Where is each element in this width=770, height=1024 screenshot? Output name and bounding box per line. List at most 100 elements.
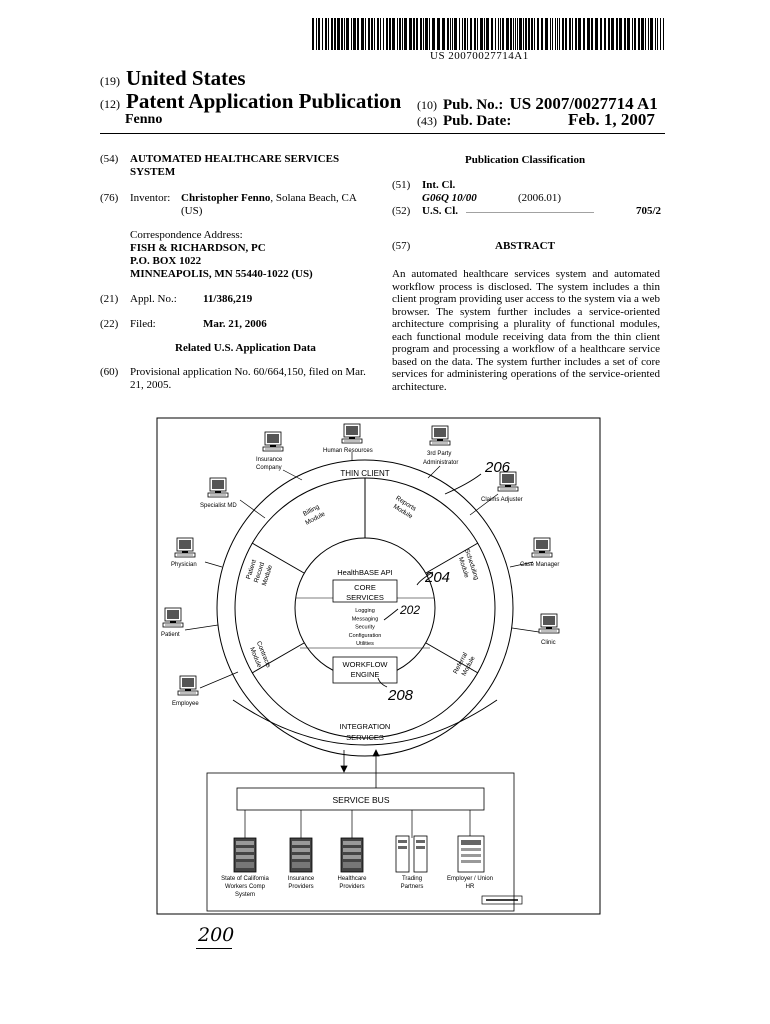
pub-no-label: Pub. No.:	[443, 97, 504, 113]
abstract-line: services for administering operations of…	[392, 368, 660, 380]
header-country-line: (19) United States	[100, 66, 246, 91]
abstract-line: An automated healthcare services system …	[392, 268, 660, 280]
appl-number: 11/386,219	[203, 293, 253, 305]
core-items-list: LoggingMessagingSecurityConfigurationUti…	[349, 608, 382, 647]
reference-leaders	[377, 473, 482, 688]
code-52: (52)	[392, 205, 411, 217]
ref-202: 202	[399, 603, 420, 617]
abstract-line: based on the data. The system further in…	[392, 355, 660, 368]
ref-204: 204	[424, 569, 450, 586]
trading-label-2: Partners	[401, 884, 424, 890]
tpa-label-2: Administrator	[423, 460, 458, 466]
document-type: Patent Application Publication	[126, 89, 402, 113]
us-cl-code: 705/2	[636, 205, 662, 217]
ref-206: 206	[484, 459, 511, 476]
abstract-line: workflow process is disclosed. The syste…	[392, 280, 660, 293]
core-item: Logging	[355, 608, 375, 614]
hr-computer-icon	[341, 423, 363, 444]
integration-box	[206, 772, 515, 912]
case-manager-label: Case Manager	[520, 562, 559, 568]
core-label-2: SERVICES	[346, 593, 384, 602]
abstract-line: architecture comprising a plurality of f…	[392, 318, 660, 330]
insurance-label-1: Insurance	[256, 457, 283, 463]
state-label-2: Workers Comp	[225, 884, 266, 890]
code-19: (19)	[100, 74, 120, 88]
code-43: (43)	[417, 114, 437, 128]
title-line-2: SYSTEM	[130, 166, 176, 178]
figure-ref-underline	[196, 948, 232, 949]
inventor-line: Christopher Fenno, Solana Beach, CA	[181, 192, 357, 205]
state-server-icon	[233, 837, 257, 873]
state-label-3: System	[235, 892, 255, 898]
insurance-prov-label-1: Insurance	[288, 876, 315, 882]
physician-label: Physician	[171, 562, 197, 568]
specialist-computer-icon	[207, 477, 229, 498]
service-bus-label: SERVICE BUS	[332, 795, 389, 805]
filed-date: Mar. 21, 2006	[203, 318, 267, 330]
employer-label-2: HR	[466, 884, 475, 890]
classification-heading: Publication Classification	[465, 154, 586, 166]
workflow-engine-box	[332, 656, 398, 684]
abstract-heading: ABSTRACT	[495, 240, 555, 252]
code-76: (76)	[100, 192, 119, 204]
workflow-label-2: ENGINE	[351, 670, 380, 679]
abstract-text: An automated healthcare services system …	[392, 268, 660, 393]
insurance-label-2: Company	[256, 465, 282, 471]
country: United States	[126, 66, 246, 90]
workflow-label-1: WORKFLOW	[343, 660, 389, 669]
correspondence-label: Correspondence Address:	[130, 229, 243, 241]
pub-date-line: (43) Pub. Date:	[417, 112, 511, 130]
employer-label-1: Employer / Union	[447, 876, 493, 882]
integration-label-1: INTEGRATION	[340, 722, 391, 731]
int-cl-year: (2006.01)	[518, 192, 562, 204]
figure-system-diagram: Insurance Company Human Resources 3rd Pa…	[156, 417, 601, 915]
correspondence-line-2: P.O. BOX 1022	[130, 255, 202, 267]
correspondence-line-3: MINNEAPOLIS, MN 55440-1022 (US)	[130, 268, 313, 280]
core-item: Security	[355, 625, 375, 631]
pub-date-label: Pub. Date:	[443, 113, 512, 129]
abstract-line: architecture.	[392, 380, 447, 393]
tpa-computer-icon	[429, 425, 451, 446]
core-item: Configuration	[349, 633, 382, 639]
thin-client-ring	[216, 459, 514, 757]
core-label-1: CORE	[354, 583, 376, 592]
correspondence-line-1: FISH & RICHARDSON, PC	[130, 242, 266, 254]
insurance-server-icon	[289, 837, 313, 873]
abstract-line: program and processing a workflow of a h…	[392, 343, 660, 355]
core-item: Utilities	[356, 641, 374, 647]
pub-number-line: (10) Pub. No.: US 2007/0027714 A1	[417, 94, 658, 114]
inventor-label: Inventor:	[130, 192, 171, 204]
figure-ref-200: 200	[198, 924, 235, 946]
state-label-1: State of California	[221, 876, 269, 882]
barcode	[312, 18, 664, 50]
backend-connectors	[244, 810, 471, 838]
header-type-line: (12) Patent Application Publication	[100, 89, 401, 114]
appl-label: Appl. No.:	[130, 293, 177, 305]
abstract-line: browser. The system further includes a s…	[392, 305, 660, 318]
related-heading: Related U.S. Application Data	[175, 342, 316, 354]
thin-client-label: THIN CLIENT	[340, 469, 389, 478]
code-12: (12)	[100, 97, 120, 111]
module-dividers	[251, 478, 479, 674]
core-services-box	[332, 579, 398, 603]
case-manager-computer-icon	[531, 537, 553, 558]
scanner-stamp-icon	[481, 895, 523, 905]
code-10: (10)	[417, 98, 437, 112]
inventor-short: Fenno	[125, 112, 163, 127]
patient-computer-icon	[162, 607, 184, 628]
specialist-label: Specialist MD	[200, 503, 237, 509]
hr-label: Human Resources	[323, 448, 373, 454]
insurance-computer-icon	[262, 431, 284, 452]
pub-date: Feb. 1, 2007	[568, 110, 655, 129]
clinic-computer-icon	[538, 613, 560, 634]
code-57: (57)	[392, 240, 411, 252]
inventor-country: (US)	[181, 205, 203, 217]
healthcare-prov-label-1: Healthcare	[337, 876, 367, 882]
core-item: Messaging	[352, 616, 379, 622]
pub-no: US 2007/0027714 A1	[509, 94, 658, 113]
title-line-1: AUTOMATED HEALTHCARE SERVICES	[130, 153, 340, 165]
inventor-location: , Solana Beach, CA	[270, 192, 357, 204]
integration-label-2: SERVICES	[346, 733, 384, 742]
code-22: (22)	[100, 318, 119, 330]
trading-partner-towers-icon	[395, 835, 428, 873]
